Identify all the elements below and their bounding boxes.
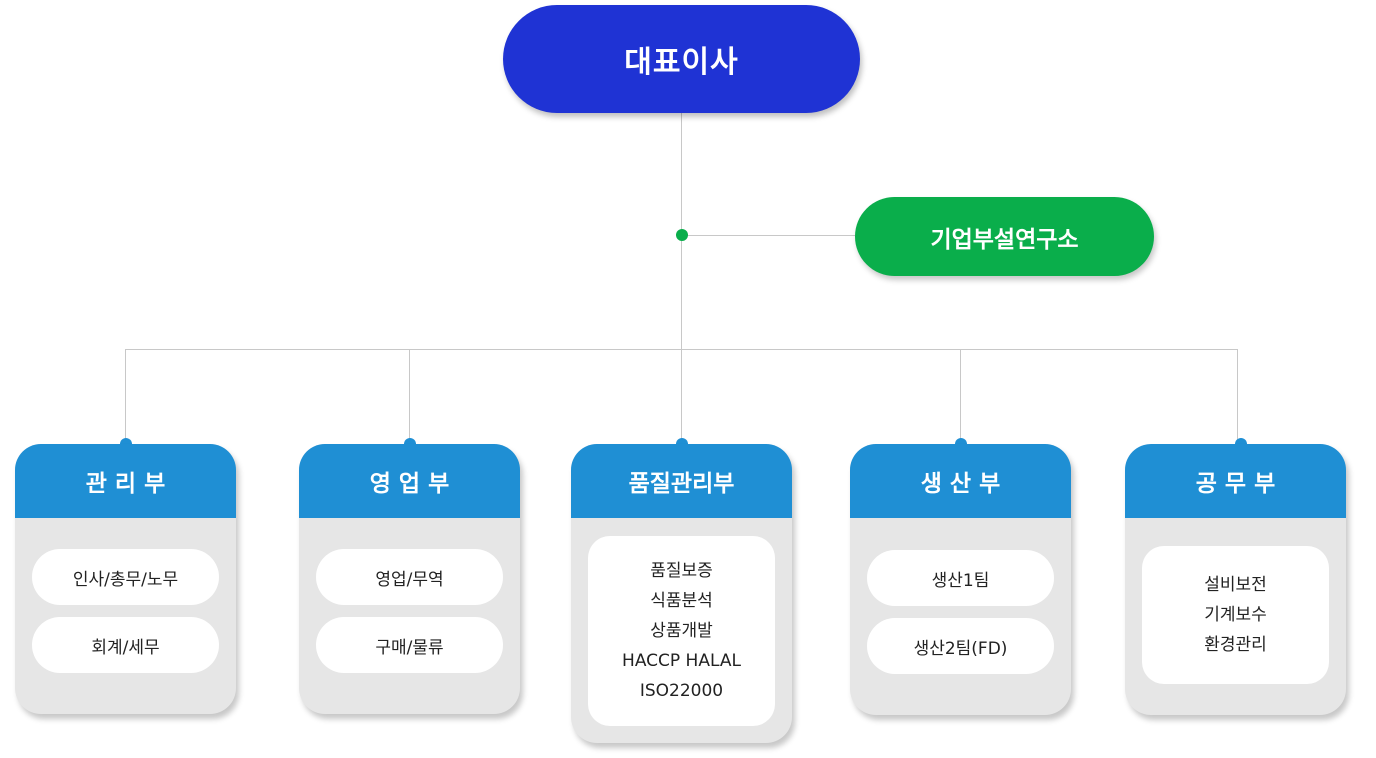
department-title: 영 업 부: [369, 471, 450, 497]
research-lab-label: 기업부설연구소: [930, 226, 1079, 253]
dept-item: 인사/총무/노무: [32, 549, 219, 605]
dept-drop-line-4: [960, 349, 961, 444]
dept-horizontal-line: [125, 349, 1238, 350]
dept-item: 생산1팀: [867, 550, 1054, 606]
lab-branch-line: [682, 235, 855, 236]
dept-item: 회계/세무: [32, 617, 219, 673]
dept-item: 영업/무역: [316, 549, 503, 605]
department-header: 관 리 부: [15, 444, 236, 518]
dept-drop-line-5: [1237, 349, 1238, 444]
research-lab-node: 기업부설연구소: [855, 197, 1154, 276]
department-header: 품질관리부: [571, 444, 792, 518]
dept-item-list: 품질보증 식품분석 상품개발 HACCP HALAL ISO22000: [588, 536, 775, 726]
department-production: 생 산 부 생산1팀 생산2팀(FD): [850, 444, 1071, 715]
dept-item: 식품분석: [650, 591, 713, 611]
dept-item: 환경관리: [1204, 635, 1267, 655]
dept-drop-line-1: [125, 349, 126, 444]
dept-item: ISO22000: [639, 681, 724, 701]
dept-item: 설비보전: [1204, 575, 1267, 595]
department-header: 공 무 부: [1125, 444, 1346, 518]
dept-item: HACCP HALAL: [622, 651, 741, 671]
department-quality-control: 품질관리부 품질보증 식품분석 상품개발 HACCP HALAL ISO2200…: [571, 444, 792, 743]
department-management: 관 리 부 인사/총무/노무 회계/세무: [15, 444, 236, 714]
department-title: 관 리 부: [85, 471, 166, 497]
department-engineering: 공 무 부 설비보전 기계보수 환경관리: [1125, 444, 1346, 715]
dept-item: 상품개발: [650, 621, 713, 641]
department-header: 영 업 부: [299, 444, 520, 518]
department-header: 생 산 부: [850, 444, 1071, 518]
department-title: 품질관리부: [628, 471, 735, 497]
lab-junction-dot: [676, 229, 688, 241]
department-title: 생 산 부: [920, 471, 1001, 497]
department-sales: 영 업 부 영업/무역 구매/물류: [299, 444, 520, 714]
dept-item: 생산2팀(FD): [867, 618, 1054, 674]
ceo-label: 대표이사: [624, 45, 739, 80]
dept-item: 구매/물류: [316, 617, 503, 673]
dept-drop-line-2: [409, 349, 410, 444]
ceo-node: 대표이사: [503, 5, 860, 113]
dept-item: 품질보증: [650, 561, 713, 581]
dept-item: 기계보수: [1204, 605, 1267, 625]
ceo-trunk-line: [681, 113, 682, 444]
department-title: 공 무 부: [1195, 471, 1276, 497]
dept-item-list: 설비보전 기계보수 환경관리: [1142, 546, 1329, 684]
